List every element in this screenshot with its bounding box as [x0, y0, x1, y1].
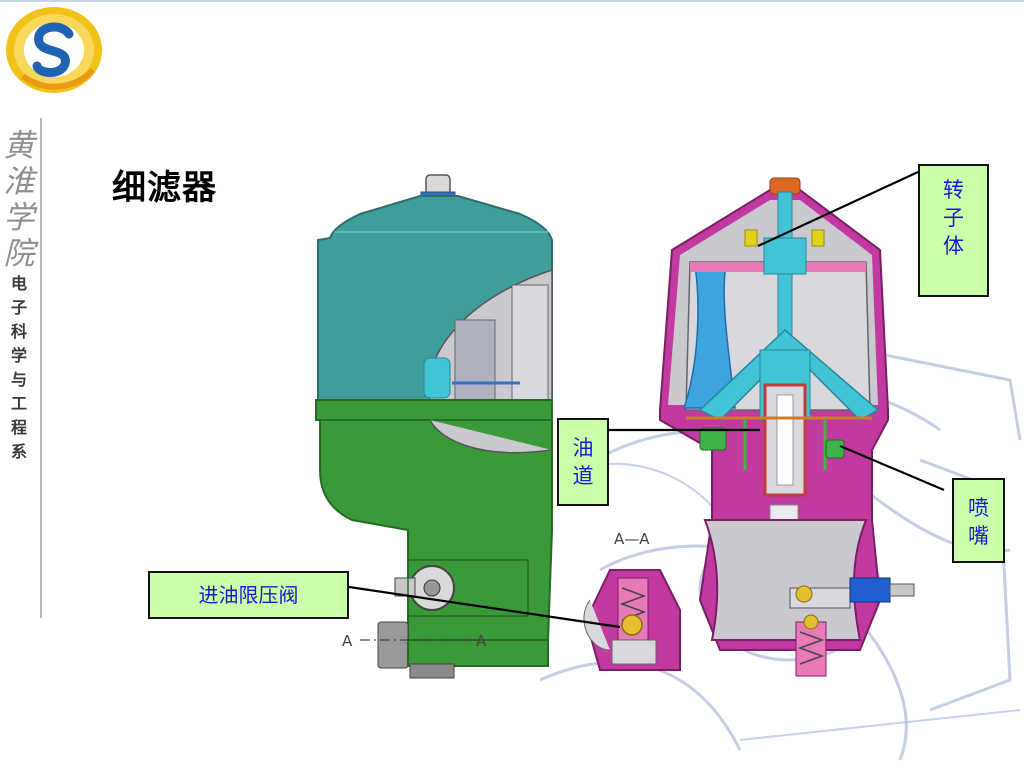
dept-name-char: 工 — [10, 394, 27, 413]
label-rotor-char: 体 — [943, 234, 964, 258]
label-inlet-pressure-valve: 进油限压阀 — [148, 571, 349, 619]
dept-name-char: 电 — [10, 274, 27, 293]
label-nozzle: 喷 嘴 — [952, 478, 1005, 563]
school-name-char: 院 — [3, 236, 35, 272]
label-rotor: 转 子 体 — [918, 164, 989, 297]
label-rotor-char: 子 — [943, 206, 964, 230]
dept-name-char: 与 — [10, 370, 27, 389]
dept-name-char: 科 — [10, 322, 27, 341]
label-oil-passage-char: 道 — [572, 464, 594, 488]
section-title-a-a: A—A — [614, 530, 650, 548]
school-logo-icon — [6, 7, 102, 93]
right-filter-section — [659, 177, 915, 677]
left-filter-exterior — [315, 174, 553, 679]
school-name-char: 学 — [3, 200, 35, 236]
school-name-vertical: 黄 淮 学 院 电 子 科 学 与 工 程 系 — [0, 128, 38, 464]
label-nozzle-char: 喷 — [968, 496, 989, 520]
label-oil-passage-char: 油 — [572, 436, 594, 460]
slide-top-border — [0, 0, 1024, 2]
dept-name-char: 子 — [10, 298, 27, 317]
dept-name-char: 程 — [10, 418, 27, 437]
school-name-char: 黄 — [3, 128, 35, 164]
school-name-char: 淮 — [3, 164, 35, 200]
dept-name-char: 学 — [10, 346, 27, 365]
label-nozzle-char: 嘴 — [968, 524, 989, 548]
label-oil-passage: 油 道 — [557, 418, 609, 506]
dept-name-char: 系 — [10, 442, 27, 461]
slide-title: 细滤器 — [112, 168, 217, 208]
section-a-a — [583, 569, 681, 671]
leader-lines — [348, 171, 945, 629]
sidebar-divider — [40, 118, 42, 618]
section-mark-right-a: A — [476, 632, 487, 650]
section-mark-left-a: A — [342, 632, 353, 650]
label-rotor-char: 转 — [943, 178, 964, 202]
